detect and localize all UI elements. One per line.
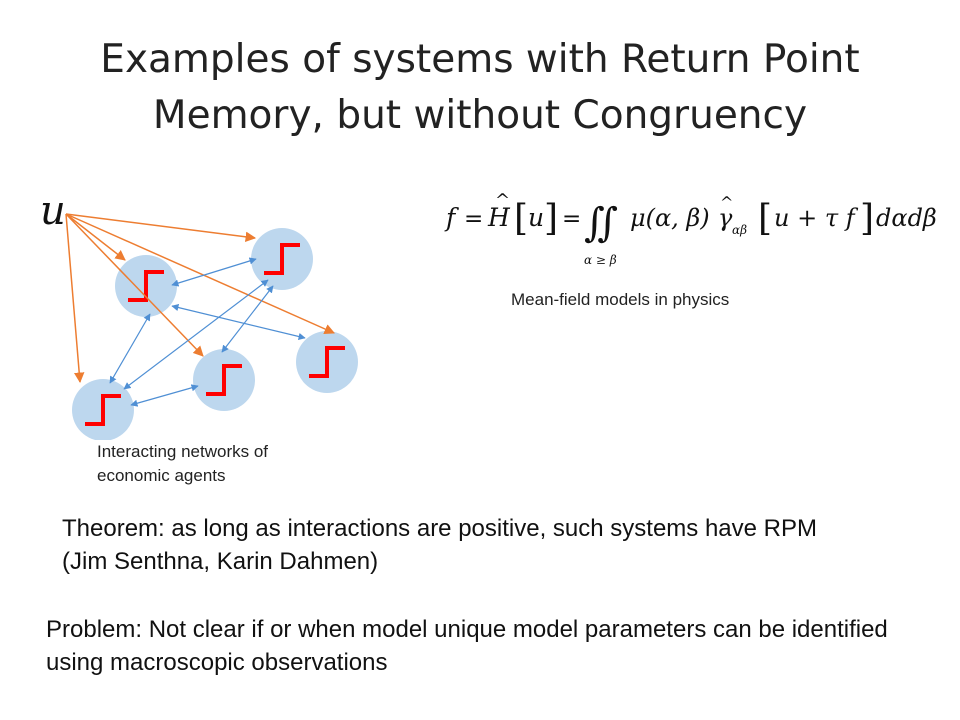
step-icon [309, 346, 345, 378]
input-arrow [65, 213, 85, 384]
theorem-text: Theorem: as long as interactions are pos… [62, 515, 817, 575]
mean-field-formula: f = H ^ [ u ] = ∬ α ≥ β μ(α, β) γ ^ αβ [… [444, 192, 937, 267]
formula-hat: ^ [495, 192, 510, 211]
formula-caption: Mean-field models in physics [511, 290, 730, 309]
formula-equals-1: = [464, 206, 483, 232]
slide-title: Examples of systems with Return Point Me… [40, 32, 920, 144]
formula-gamma-subscript: αβ [732, 223, 747, 237]
formula-operator: H [487, 203, 511, 232]
agent-network-diagram: u [40, 188, 358, 440]
title-line-1: Examples of systems with Return Point [100, 37, 860, 82]
formula-mu: μ(α, β) [630, 204, 710, 232]
formula-argument: u [528, 203, 544, 232]
input-arrow [65, 213, 204, 357]
input-arrow [65, 213, 257, 243]
network-caption-line-2: economic agents [97, 466, 226, 485]
formula-double-integral: ∬ [584, 200, 618, 246]
input-variable-label: u [40, 188, 66, 234]
formula-domain: α ≥ β [584, 253, 617, 267]
formula-left-bracket-1: [ [514, 198, 528, 239]
title-line-2: Memory, but without Congruency [152, 93, 808, 138]
formula-lhs: f [444, 203, 459, 232]
formula-equals-2: = [562, 206, 581, 232]
formula-gamma: γ [718, 204, 733, 232]
problem-text: Problem: Not clear if or when model uniq… [46, 616, 888, 676]
interaction-arrow [130, 384, 199, 407]
step-icon [85, 394, 121, 426]
interaction-arrow [109, 313, 151, 384]
network-caption: Interacting networks of economic agents [97, 440, 357, 488]
formula-right-bracket-2: ] [860, 198, 874, 239]
interaction-arrow [221, 285, 274, 353]
network-caption-line-1: Interacting networks of [97, 442, 269, 461]
formula-left-bracket-2: [ [758, 198, 772, 239]
interaction-arrows [109, 257, 306, 407]
input-arrow [65, 213, 126, 261]
formula-gamma-hat: ^ [720, 193, 733, 212]
interaction-arrow [171, 257, 257, 287]
formula-bracket-inner: u + τ f [774, 204, 859, 232]
formula-differential: dαdβ [876, 204, 937, 232]
step-icon [264, 243, 300, 275]
formula-right-bracket-1: ] [544, 198, 558, 239]
